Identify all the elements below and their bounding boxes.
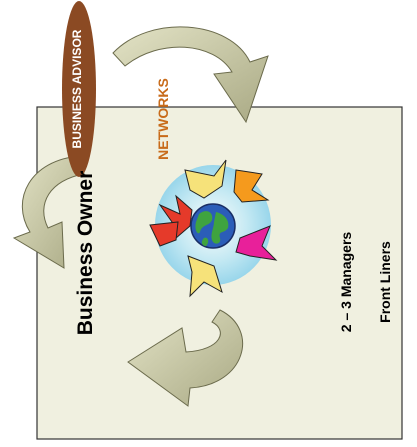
managers-label: 2 – 3 Managers (337, 217, 355, 347)
networks-label: NETWORKS (154, 64, 172, 174)
business-advisor-label: BUSINESS ADVISOR (68, 4, 86, 174)
front-liners-label: Front Liners (376, 227, 394, 337)
business-owner-label: Business Owner (73, 163, 99, 343)
